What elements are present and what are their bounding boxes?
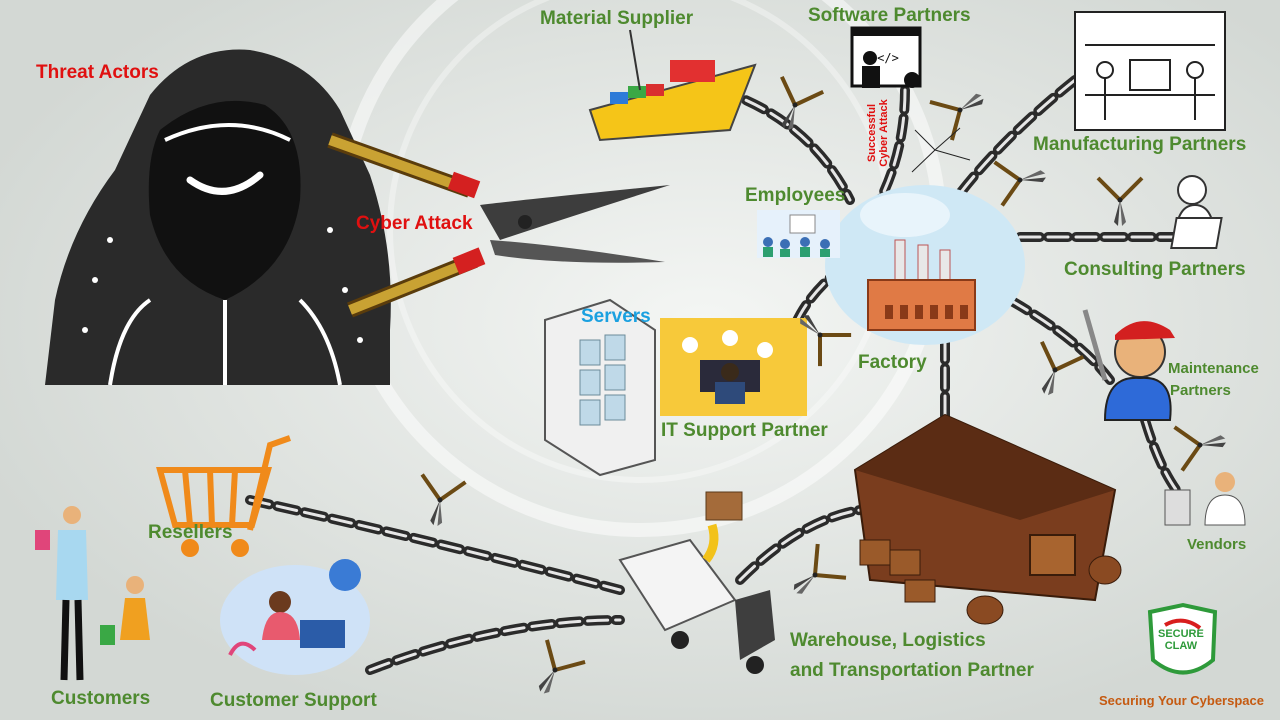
material-supplier-label: Material Supplier: [540, 8, 694, 29]
server-rack-icon: [544, 298, 656, 477]
pruning-shears-icon: [327, 132, 670, 318]
tagline: Securing Your Cyberspace: [1099, 693, 1264, 708]
delivery-truck-icon: [618, 538, 775, 674]
factory-workers-icon: [1074, 11, 1226, 131]
factory-icon: [825, 185, 1025, 345]
hooded-hacker-icon: [45, 49, 391, 386]
pruning-shears-icon: [411, 74, 1232, 706]
consulting-partners-label: Consulting Partners: [1064, 259, 1246, 280]
successful-cyber-attack-label: Successful Cyber Attack: [866, 98, 890, 168]
consultant-icon: [1170, 175, 1223, 249]
successful-attack-line2: Cyber Attack: [878, 99, 890, 167]
vendor-icon: [1164, 472, 1246, 526]
mechanic-icon: [1082, 309, 1175, 421]
vendors-label: Vendors: [1187, 536, 1247, 553]
logo-line1: SECURE: [1158, 628, 1204, 640]
warehouse-label-1: Warehouse, Logistics: [790, 630, 986, 651]
threat-actors-label: Threat Actors: [36, 62, 159, 83]
logo-line2: CLAW: [1164, 640, 1198, 652]
warehouse-label-2: and Transportation Partner: [790, 660, 1034, 681]
attack-burst-icon: [911, 127, 971, 173]
servers-label: Servers: [581, 306, 651, 327]
software-developer-icon: </>: [850, 26, 922, 88]
customers-icon: [35, 506, 150, 681]
employees-meeting-icon: [757, 210, 840, 258]
it-support-label: IT Support Partner: [661, 420, 828, 441]
shield-logo-icon: [1147, 602, 1218, 675]
factory-label: Factory: [858, 352, 927, 373]
customer-support-label: Customer Support: [210, 690, 377, 711]
shopping-cart-icon: [156, 435, 291, 557]
cargo-ship-icon: [588, 29, 757, 142]
customer-support-icon: [220, 559, 370, 675]
it-support-icon: [660, 318, 807, 416]
cyber-attack-label: Cyber Attack: [356, 213, 473, 234]
resellers-label: Resellers: [148, 522, 233, 543]
logo-text: SECURE CLAW: [1158, 628, 1204, 652]
manufacturing-partners-label: Manufacturing Partners: [1033, 134, 1247, 155]
warehouse-barn-icon: [853, 413, 1122, 625]
customers-label: Customers: [51, 688, 151, 709]
svg-text:</>: </>: [877, 51, 899, 65]
delivery-person-icon: [702, 491, 743, 563]
software-partners-label: Software Partners: [808, 5, 971, 26]
employees-label: Employees: [745, 185, 846, 206]
maintenance-partners-label-1: Maintenance: [1168, 360, 1259, 377]
successful-attack-line1: Successful: [866, 103, 878, 163]
maintenance-partners-label-2: Partners: [1170, 382, 1231, 399]
